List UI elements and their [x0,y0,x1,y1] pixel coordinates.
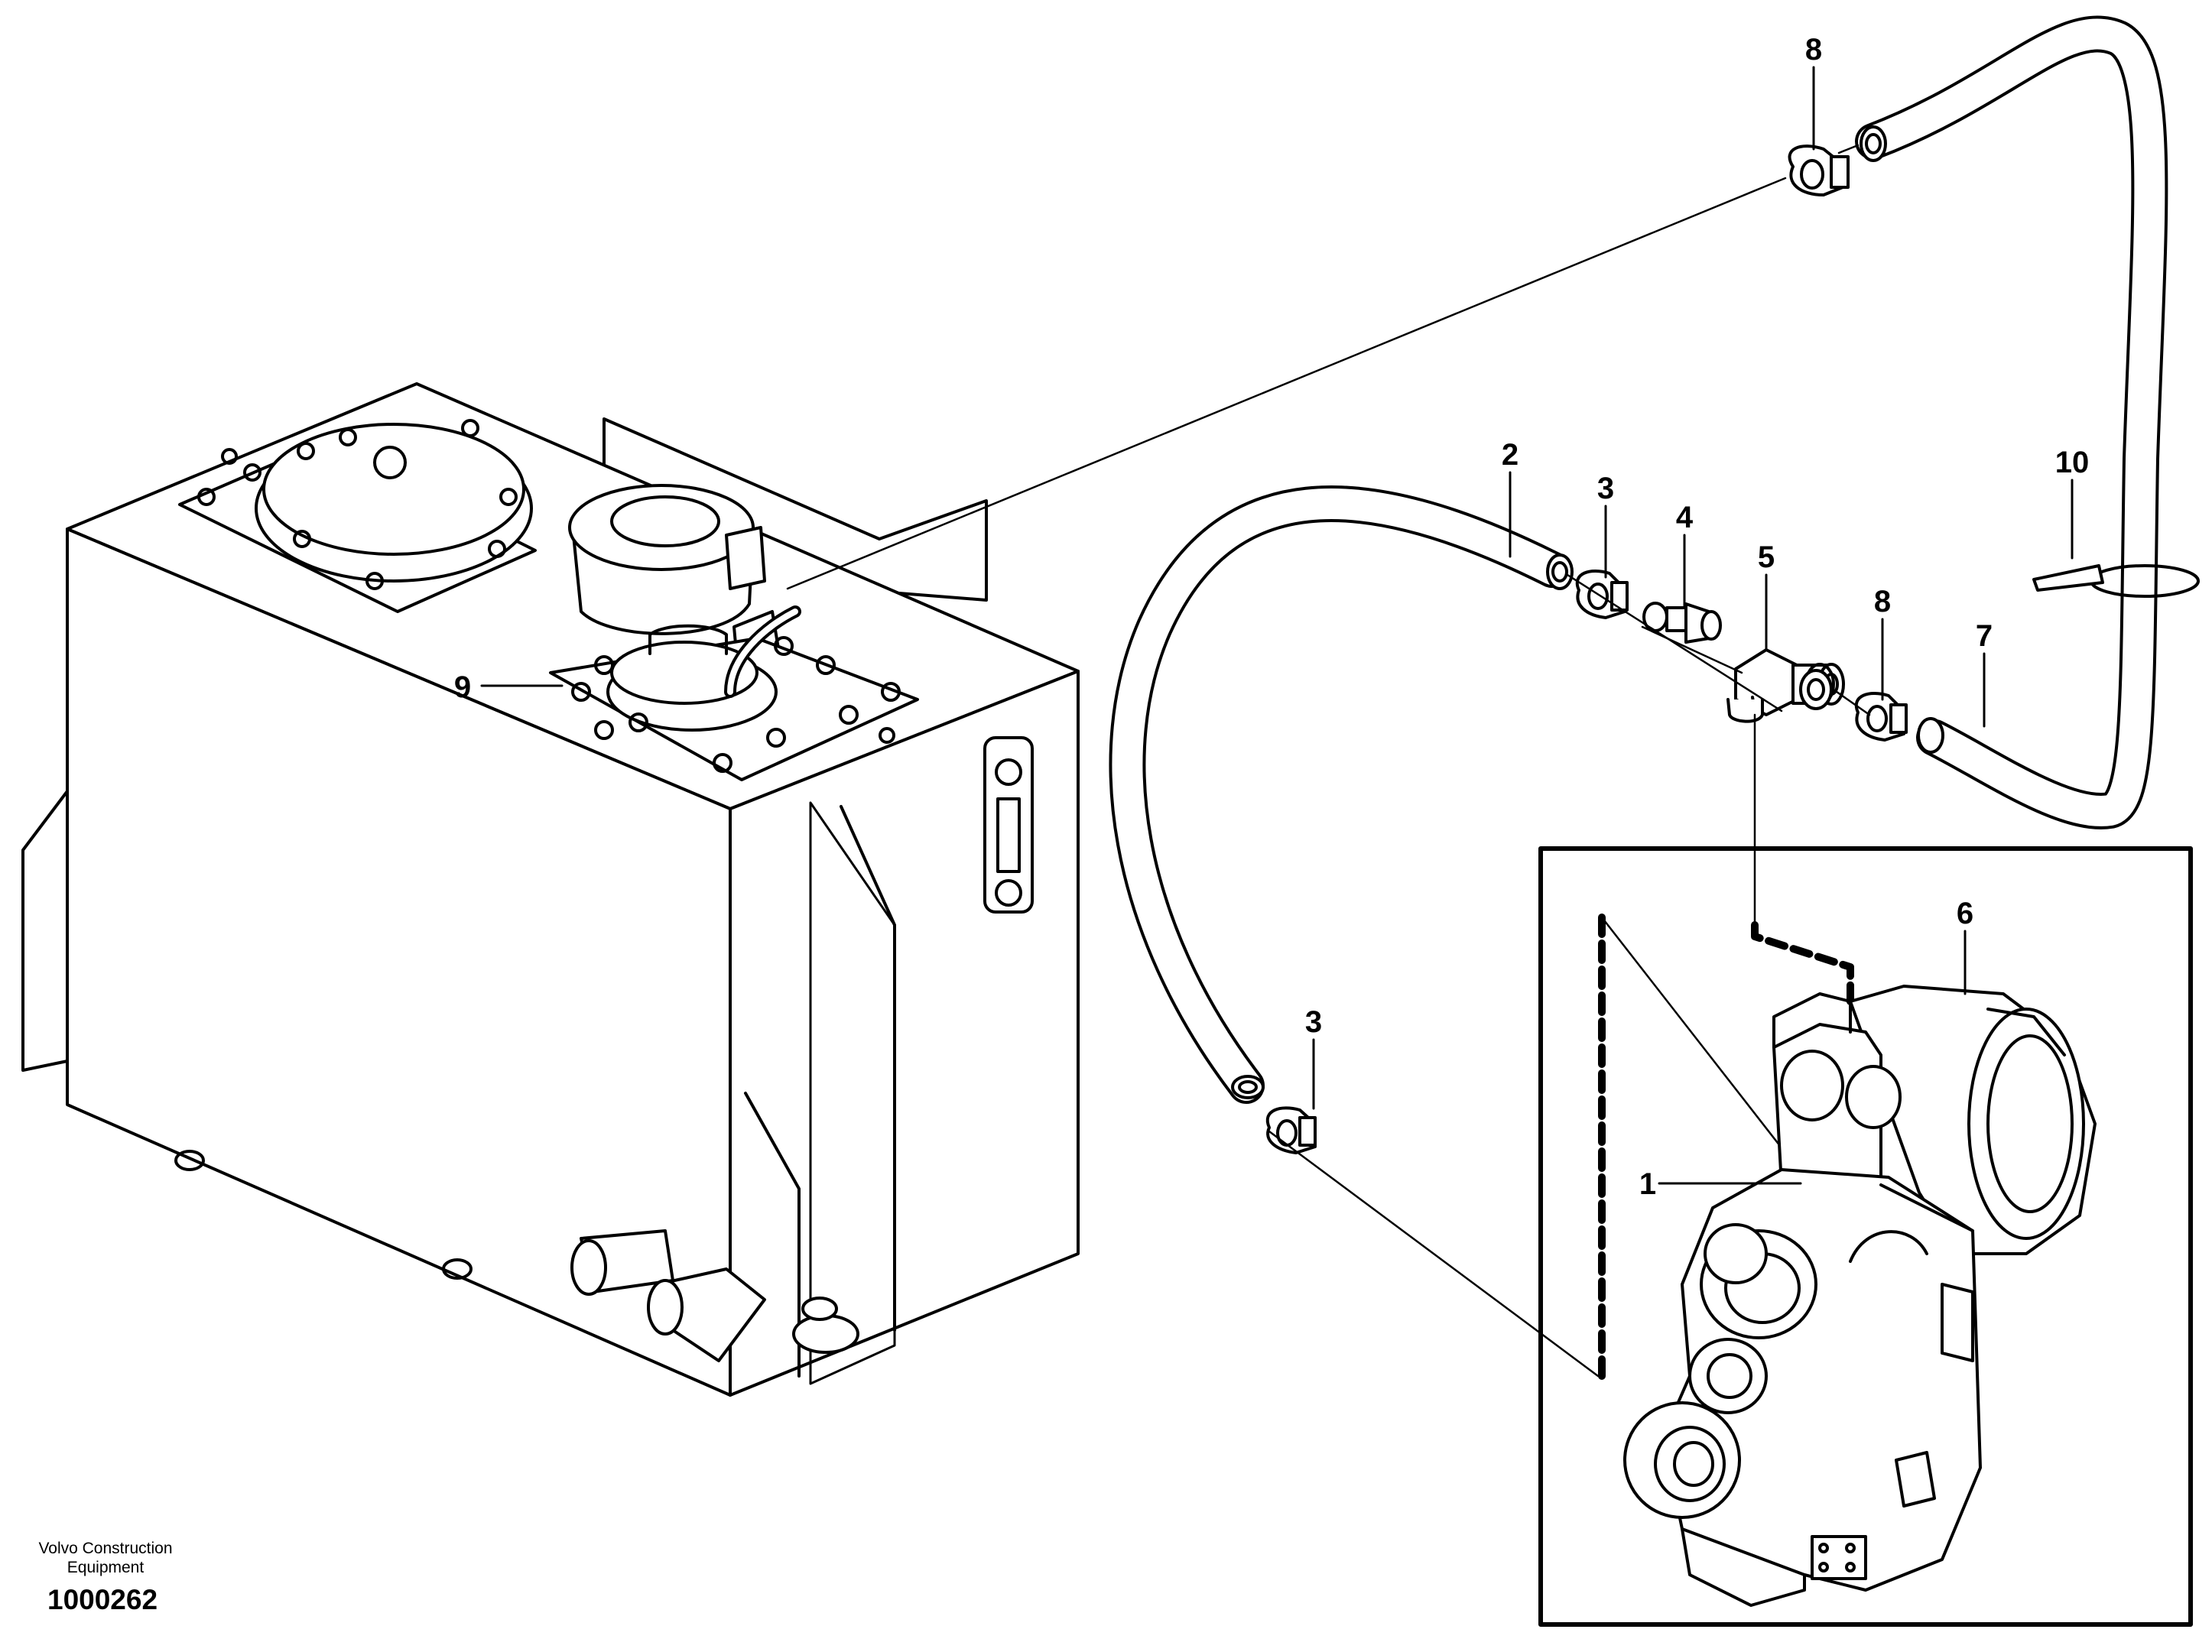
callout-2: 2 [1502,438,1519,472]
callout-7: 7 [1976,619,1993,653]
callout-4: 4 [1676,501,1694,534]
sight-glass [983,736,1034,914]
callout-9: 9 [454,670,471,704]
callout-labels: 8 2 3 4 5 8 7 10 6 3 1 9 [454,33,2089,1201]
leader-lines [480,66,2074,1185]
footer: Volvo Construction Equipment 1000262 [38,1540,172,1615]
olive-ring [1799,669,1833,710]
drain-plug [792,1297,859,1354]
brand-line-2: Equipment [67,1559,145,1576]
cable-tie [2032,564,2200,598]
connection-lines [786,144,1871,1378]
outlet-fittings [570,1229,766,1362]
callout-8-lower: 8 [1874,585,1891,618]
callout-5: 5 [1758,540,1775,574]
hydraulic-tank [21,382,1080,1397]
callout-6: 6 [1957,897,1973,930]
hose-clamp-8-top [1788,144,1850,196]
top-cover-plate [178,419,537,613]
callout-3-lower: 3 [1305,1005,1322,1039]
fitting-item-4 [1642,602,1722,644]
breather-filter [568,484,781,670]
callout-3-upper: 3 [1597,472,1614,505]
callout-8-top: 8 [1805,33,1822,67]
callout-1: 1 [1639,1167,1656,1201]
hose-clamp-3-lower [1265,1106,1317,1154]
hose-item-7 [1855,15,2168,829]
hose-item-2 [1109,485,1574,1104]
inset-frame [1538,846,2193,1627]
callout-10: 10 [2055,446,2090,479]
hose-clamp-8-lower [1854,692,1908,742]
pump-gearbox [1623,985,2097,1607]
brand-line-1: Volvo Construction [38,1540,172,1557]
hose-clamp-3-upper [1575,570,1629,619]
document-number: 1000262 [47,1584,158,1615]
